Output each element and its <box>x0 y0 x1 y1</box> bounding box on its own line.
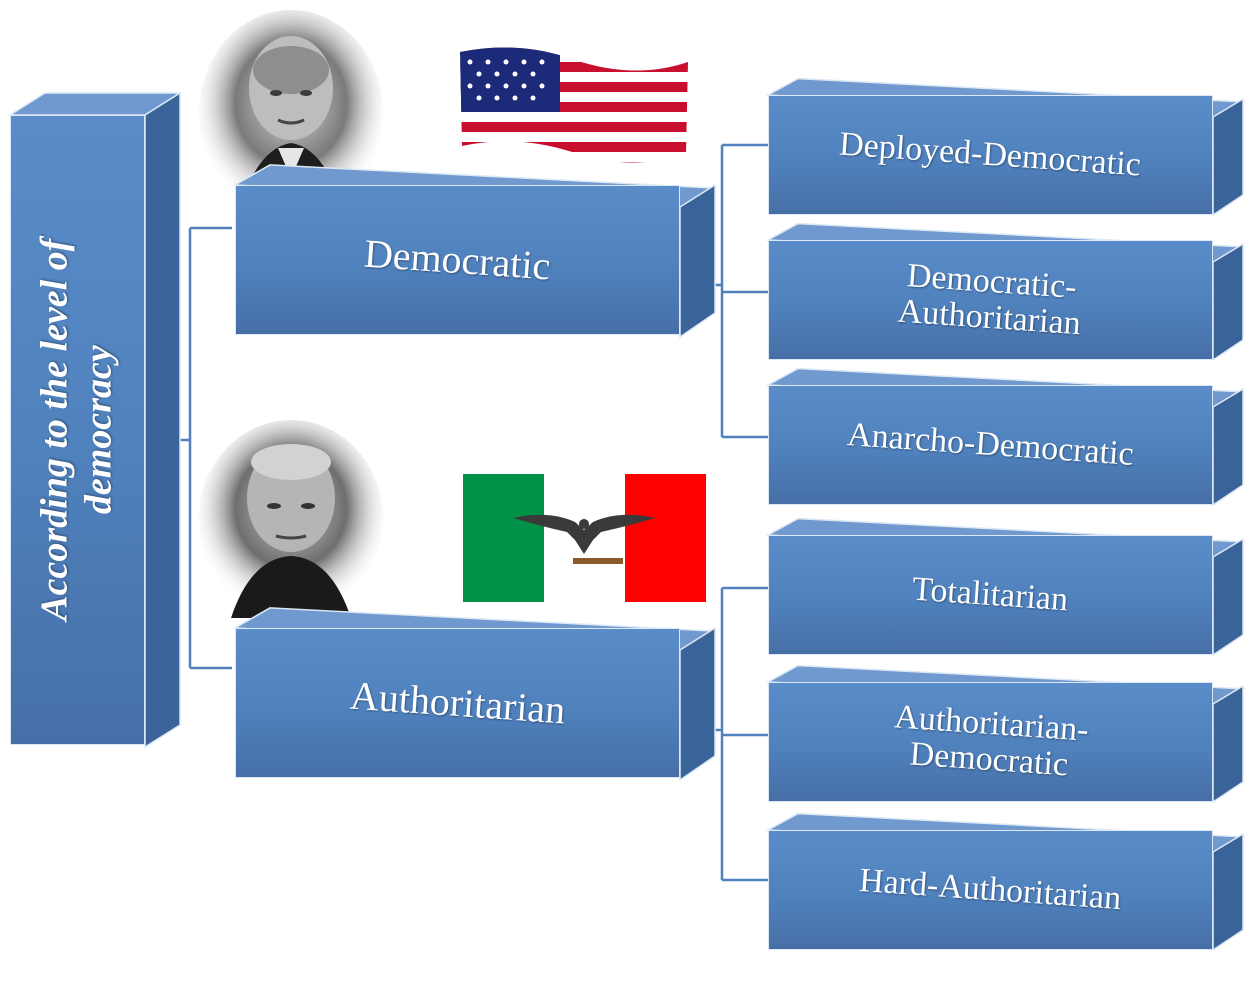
root-node: According to the level of democracy <box>7 91 183 749</box>
leaf-democratic-authoritarian: Democratic- Authoritarian <box>765 222 1246 362</box>
branch-democratic: Democratic <box>232 164 718 339</box>
leaf-hard-authoritarian-label: Hard-Authoritarian <box>858 862 1123 918</box>
us-flag-image <box>450 42 695 170</box>
leaf-totalitarian: Totalitarian <box>765 517 1246 657</box>
leaf-deployed-democratic: Deployed-Democratic <box>765 77 1246 217</box>
leaf-hard-authoritarian: Hard-Authoritarian <box>765 812 1246 952</box>
root-label-line2: democracy <box>77 345 120 515</box>
branch-authoritarian-label: Authoritarian <box>348 672 567 733</box>
leaf-anarcho-democratic-label: Anarcho-Democratic <box>846 416 1135 474</box>
branch-democratic-label: Democratic <box>362 230 553 289</box>
italian-flag-image <box>463 474 706 602</box>
root-node-depth <box>7 91 183 749</box>
branch-authoritarian: Authoritarian <box>232 607 718 782</box>
eagle-emblem-icon <box>513 514 655 564</box>
leaf-totalitarian-label: Totalitarian <box>911 570 1070 619</box>
root-label-line1: According to the level of <box>33 238 76 622</box>
leaf-authoritarian-democratic: Authoritarian- Democratic <box>765 664 1246 804</box>
leaf-authoritarian-democratic-label: Authoritarian- Democratic <box>891 699 1090 785</box>
root-node-label: According to the level of democracy <box>34 239 121 621</box>
leaf-deployed-democratic-label: Deployed-Democratic <box>838 125 1143 184</box>
leaf-anarcho-democratic: Anarcho-Democratic <box>765 367 1246 507</box>
leaf-democratic-authoritarian-label: Democratic- Authoritarian <box>897 257 1085 342</box>
portrait-bottom-image <box>196 418 386 618</box>
